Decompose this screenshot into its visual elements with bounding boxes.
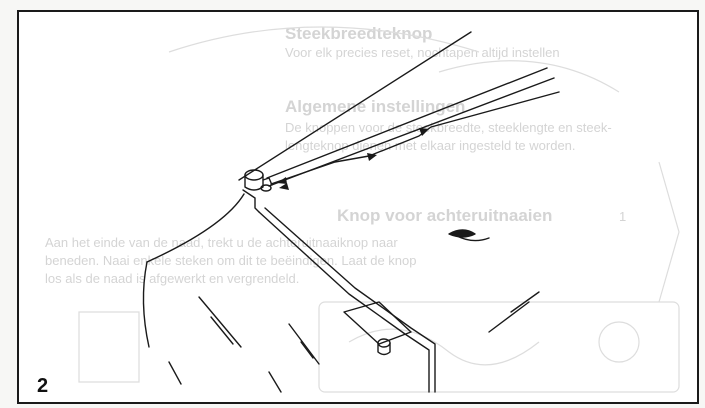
figure-number: 2 [37,375,49,397]
machine-back-edge [238,31,472,181]
lower-bracket [343,301,412,345]
arrow-head-2 [419,128,429,136]
thread-guide-illustration [142,31,560,393]
arrow-head-1 [367,153,377,161]
thread-lower [270,91,560,185]
arrow-head-3 [277,177,287,184]
figure-frame: Steekbreedteknop Voor elk precies reset,… [17,10,699,404]
show-through-drawing [78,26,680,393]
thread-upper [266,67,548,179]
machine-front-edge [258,211,430,393]
machine-left-edge [146,193,245,263]
arrow-head-4 [279,183,289,190]
panel-slot [448,229,476,238]
